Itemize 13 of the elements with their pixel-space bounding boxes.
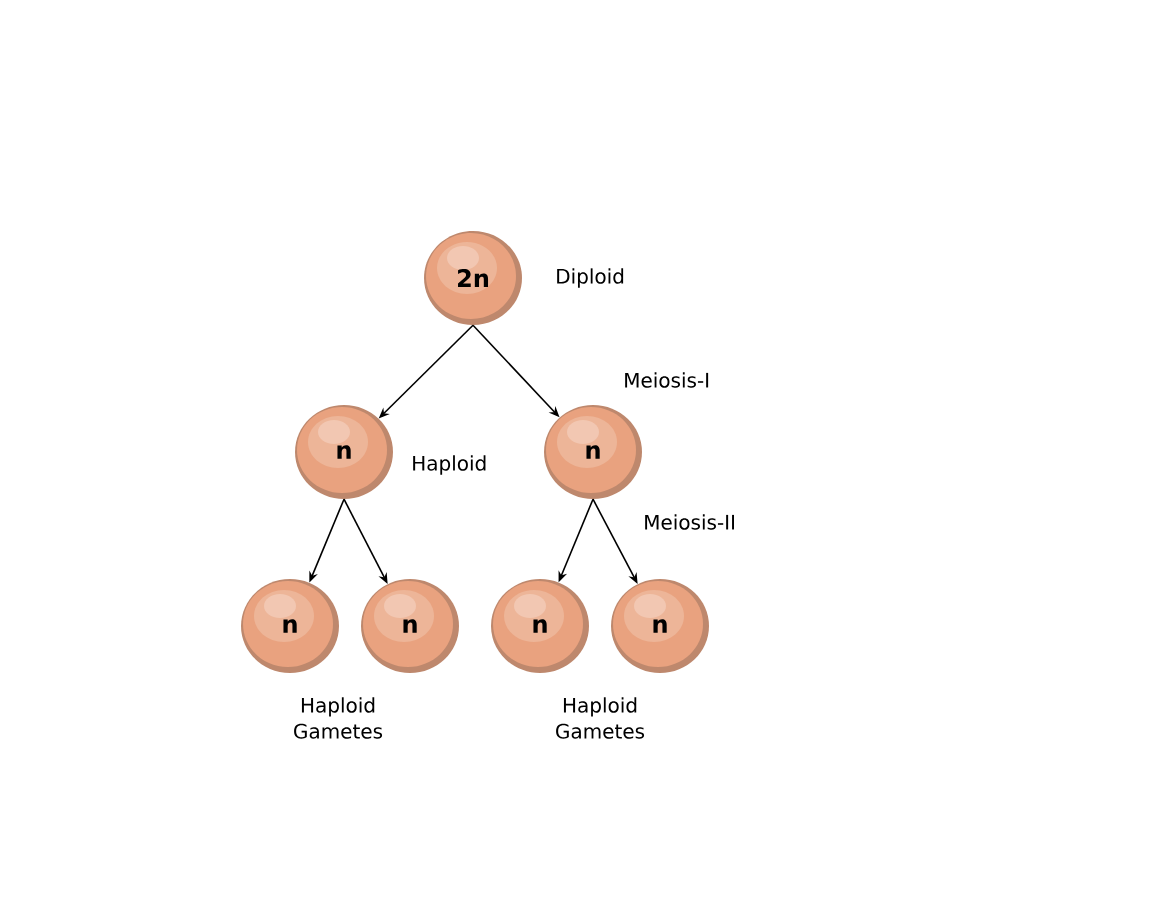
cell-ball: n xyxy=(361,579,459,673)
stage-label: Haploid Gametes xyxy=(556,697,645,739)
cell-ball: n xyxy=(611,579,709,673)
stage-label: Haploid Gametes xyxy=(294,697,383,739)
cell-ball: 2n xyxy=(424,231,522,325)
cell-ball: n xyxy=(241,579,339,673)
stage-label: Meiosis-II xyxy=(645,514,734,530)
cell-label: Diploid xyxy=(557,268,624,288)
cell-ball: n xyxy=(544,405,642,499)
stage-label: Meiosis-I xyxy=(625,372,709,388)
cell-ball: n xyxy=(491,579,589,673)
cell-ball: n xyxy=(295,405,393,499)
stage-label: Haploid xyxy=(413,455,486,475)
